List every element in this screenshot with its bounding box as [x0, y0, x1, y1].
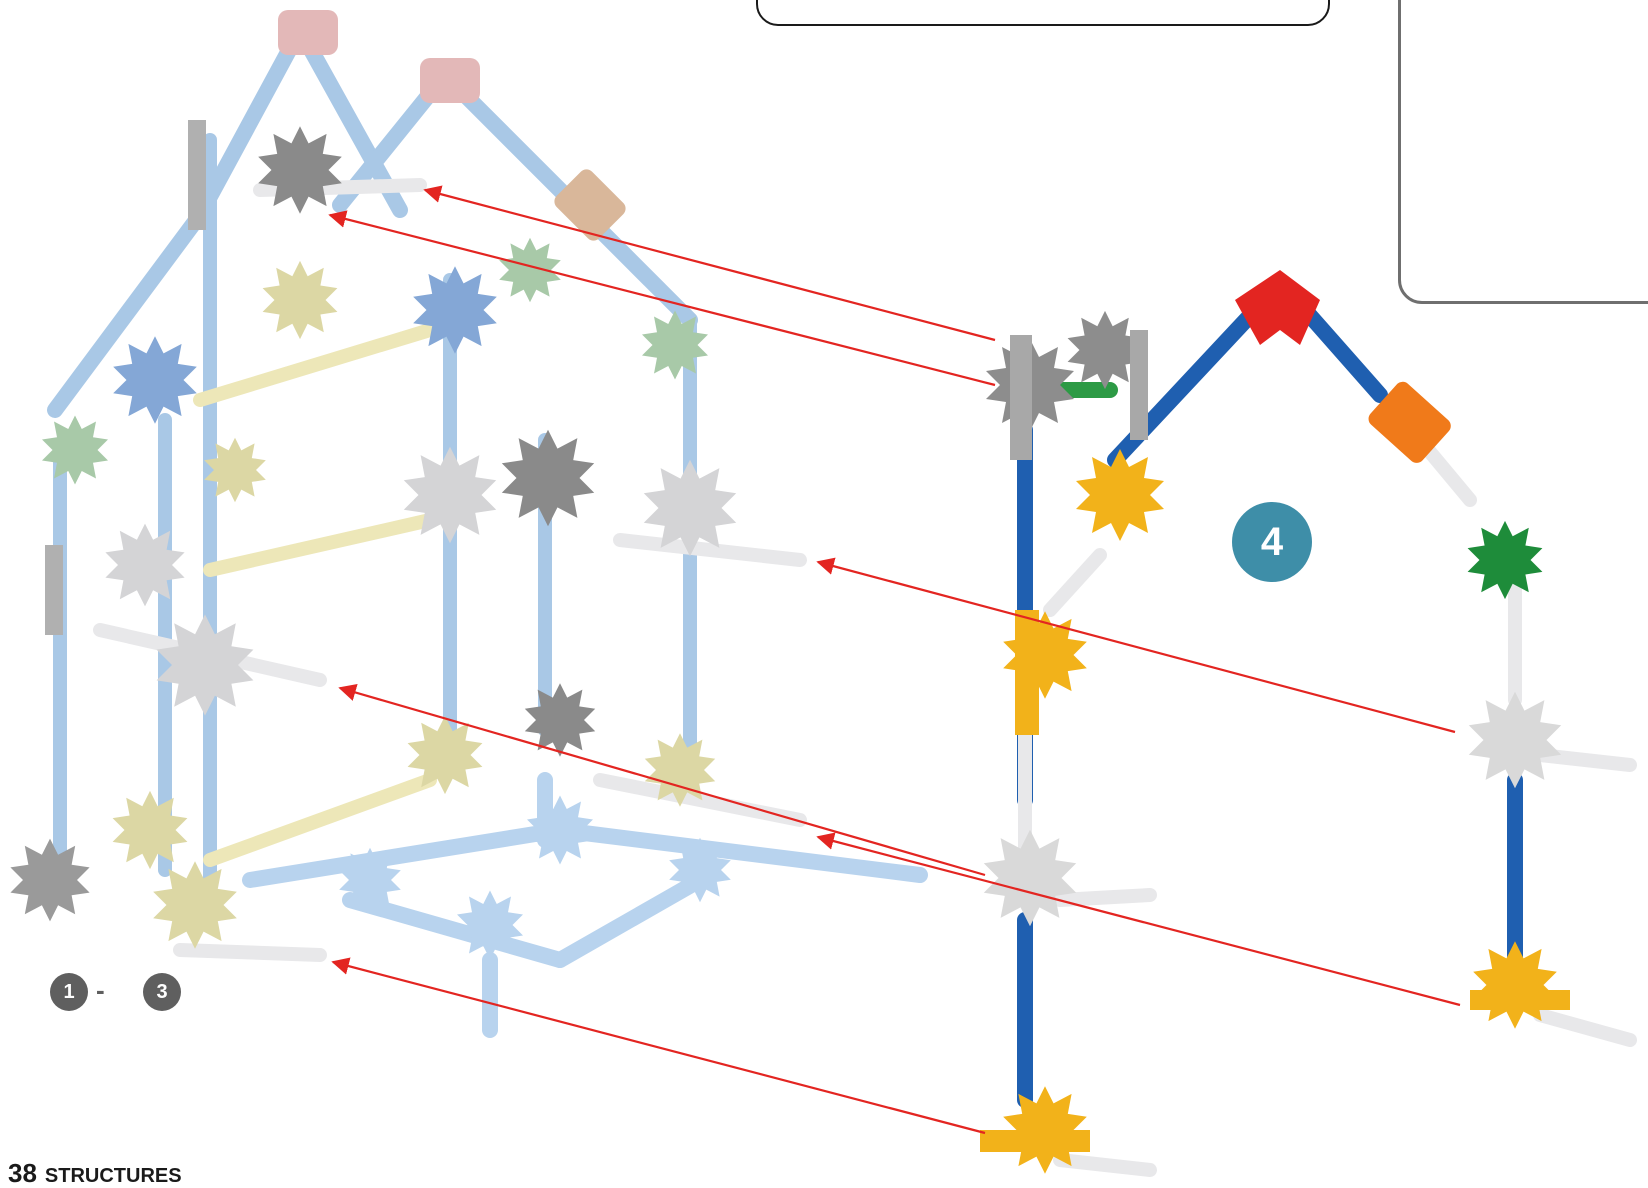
connectors-faded — [10, 10, 737, 960]
connectors — [980, 270, 1570, 1174]
section-title: STRUCTURES — [44, 1165, 182, 1187]
horizontal-rods-faded — [193, 323, 437, 867]
model-steps-1-3 — [10, 10, 928, 1038]
page-footer: 38 STRUCTURES — [8, 1160, 182, 1186]
vertical-rods-faded — [53, 133, 697, 887]
step-range-end-badge: 3 — [143, 973, 181, 1011]
step-4-badge: 4 — [1232, 502, 1312, 582]
assembly-arrows — [328, 185, 1461, 1135]
step-range-separator: - — [96, 975, 105, 1005]
instruction-text-box — [756, 0, 1330, 26]
inset-preview-frame — [1398, 0, 1648, 304]
page-number: 38 — [8, 1158, 37, 1188]
step-range-start-badge: 1 — [50, 973, 88, 1011]
frame-step-4 — [980, 270, 1637, 1177]
base-rods-faded — [242, 772, 928, 1038]
